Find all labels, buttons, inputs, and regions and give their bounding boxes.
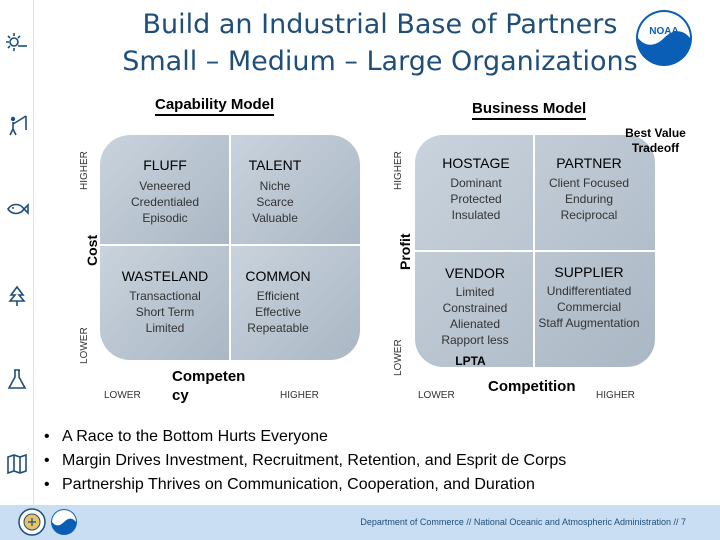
common-desc-2: Effective <box>255 305 301 319</box>
icon-rail <box>0 0 34 540</box>
svg-text:NOAA: NOAA <box>649 26 678 37</box>
quadrant-supplier-title: SUPPLIER <box>554 264 624 280</box>
quadrant-divider-h <box>100 244 360 246</box>
fluff-desc-3: Episodic <box>142 211 188 225</box>
supplier-desc-1: Undifferentiated <box>546 284 632 298</box>
quadrant-fluff-desc: Veneered Credentialed Episodic <box>90 178 240 226</box>
quadrant-common-bg <box>230 245 360 360</box>
partner-desc-2: Enduring <box>564 192 614 206</box>
capability-model-header: Capability Model <box>155 96 275 116</box>
fluff-desc-2: Credentialed <box>130 195 200 209</box>
talent-desc-1: Niche <box>259 179 291 193</box>
capability-quadrant <box>100 135 360 360</box>
quadrant-hostage-desc: Dominant Protected Insulated <box>401 175 551 223</box>
commerce-seal <box>18 508 46 536</box>
supplier-desc-2: Commercial <box>556 300 621 314</box>
bullet-list: A Race to the Bottom Hurts Everyone Marg… <box>42 425 682 497</box>
bullet-item: A Race to the Bottom Hurts Everyone <box>42 425 682 449</box>
quadrant-supplier-desc: Undifferentiated Commercial Staff Augmen… <box>514 283 664 331</box>
quadrant-wasteland-title: WASTELAND <box>121 268 209 284</box>
fluff-desc-1: Veneered <box>139 179 191 193</box>
fish-icon <box>7 203 29 215</box>
capability-y-higher: HIGHER <box>79 151 90 190</box>
common-desc-1: Efficient <box>256 289 300 303</box>
footer-bar: Department of Commerce // National Ocean… <box>0 505 720 540</box>
capability-x-higher: HIGHER <box>280 390 319 401</box>
vendor-desc-1: Limited <box>455 285 495 299</box>
business-x-axis-label: Competition <box>488 378 576 395</box>
talent-desc-3: Valuable <box>252 211 298 225</box>
common-desc-3: Repeatable <box>247 321 309 335</box>
business-model-header: Business Model <box>472 100 587 120</box>
capability-x-lower: LOWER <box>104 390 141 401</box>
wasteland-desc-2: Short Term <box>135 305 195 319</box>
quadrant-wasteland-bg <box>100 245 230 360</box>
rail-divider <box>33 0 34 505</box>
sun-weather-icon <box>6 33 27 51</box>
business-y-higher: HIGHER <box>393 151 404 190</box>
bullet-item: Partnership Thrives on Communication, Co… <box>42 473 682 497</box>
noaa-logo: NOAA <box>636 10 692 66</box>
quadrant-partner-title: PARTNER <box>556 155 622 171</box>
quadrant-fluff-bg <box>100 135 230 245</box>
business-y-axis-label: Profit <box>397 233 413 270</box>
partner-desc-1: Client Focused <box>548 176 630 190</box>
hostage-desc-2: Protected <box>450 192 502 206</box>
flask-icon <box>7 369 27 389</box>
best-value-line-2: Tradeoff <box>631 141 680 155</box>
quadrant-talent-bg <box>230 135 360 245</box>
vendor-desc-4: Rapport less <box>441 333 509 347</box>
title-line-1: Build an Industrial Base of Partners <box>142 9 618 40</box>
quadrant-hostage-title: HOSTAGE <box>442 155 510 171</box>
business-x-higher: HIGHER <box>596 390 635 401</box>
wasteland-desc-1: Transactional <box>129 289 201 303</box>
quadrant-common-title: COMMON <box>245 268 311 284</box>
talent-desc-2: Scarce <box>256 195 294 209</box>
quadrant-talent-title: TALENT <box>248 157 302 173</box>
capability-x-axis-label: Competency <box>172 368 246 404</box>
tree-icon <box>8 285 26 306</box>
fishing-person-icon <box>9 115 27 136</box>
footer-text: Department of Commerce // National Ocean… <box>360 517 686 527</box>
quadrant-talent-desc: Niche Scarce Valuable <box>200 178 350 226</box>
business-divider-h <box>415 250 655 252</box>
noaa-small-logo <box>51 509 77 535</box>
map-icon <box>7 453 27 475</box>
supplier-desc-3: Staff Augmentation <box>538 316 640 330</box>
best-value-line-1: Best Value <box>625 126 686 140</box>
title-line-2: Small – Medium – Large Organizations <box>122 46 638 77</box>
vendor-desc-3: Alienated <box>449 317 501 331</box>
hostage-desc-1: Dominant <box>450 176 502 190</box>
quadrant-common-desc: Efficient Effective Repeatable <box>203 288 353 336</box>
lpta-callout: LPTA <box>455 354 486 368</box>
bullet-item: Margin Drives Investment, Recruitment, R… <box>42 449 682 473</box>
capability-y-axis-label: Cost <box>84 234 100 266</box>
quadrant-vendor-title: VENDOR <box>445 265 505 281</box>
quadrant-divider-v <box>229 135 231 360</box>
partner-desc-3: Reciprocal <box>560 208 618 222</box>
best-value-tradeoff-callout: Best Value Tradeoff <box>618 126 693 156</box>
hostage-desc-3: Insulated <box>451 208 501 222</box>
quadrant-vendor-desc: Limited Constrained Alienated Rapport le… <box>400 284 550 348</box>
quadrant-partner-desc: Client Focused Enduring Reciprocal <box>514 175 664 223</box>
vendor-desc-2: Constrained <box>442 301 508 315</box>
quadrant-fluff-title: FLUFF <box>143 157 187 173</box>
quadrant-wasteland-desc: Transactional Short Term Limited <box>90 288 240 336</box>
business-x-lower: LOWER <box>418 390 455 401</box>
page-title: Build an Industrial Base of Partners Sma… <box>100 6 660 80</box>
capability-y-lower: LOWER <box>79 327 90 364</box>
business-y-lower: LOWER <box>393 339 404 376</box>
wasteland-desc-3: Limited <box>145 321 185 335</box>
